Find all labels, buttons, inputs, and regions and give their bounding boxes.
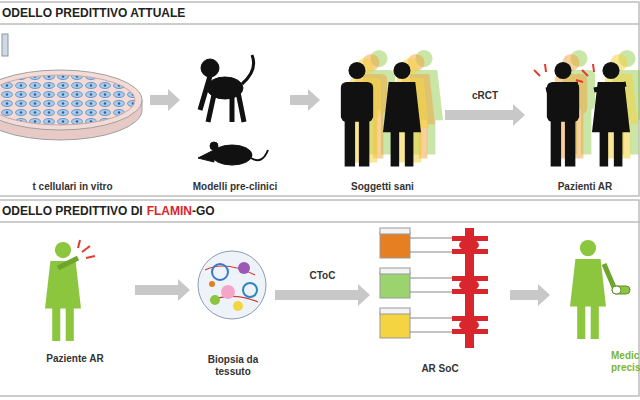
block-arrow (510, 284, 550, 306)
stage-caption: Medic precis (611, 350, 640, 374)
stage-caption: Paziente AR (20, 353, 130, 365)
stage-node: Medic precis (555, 235, 640, 380)
edge-label: CToC (308, 270, 338, 281)
block-arrow (275, 284, 370, 306)
organ-on-chip (380, 228, 488, 348)
stage-node: Soggetti sani (325, 50, 440, 195)
stage-node: t cellulari in vitro (0, 50, 145, 195)
heading-row: ODELLO PREDITTIVO DI FLAMIN-GO (2, 204, 215, 218)
section-heading: ODELLO PREDITTIVO DI (2, 204, 143, 218)
stage-caption: Modelli pre-clinici (185, 181, 285, 193)
section-heading: FLAMIN (147, 204, 192, 218)
edge-label: cRCT (470, 90, 500, 101)
monkey-silhouette (200, 55, 254, 122)
block-arrow (445, 104, 525, 126)
block-arrow (135, 279, 190, 301)
stage-caption: t cellulari in vitro (0, 181, 145, 193)
stage-node: Paziente AR (20, 235, 130, 367)
section-heading: -GO (192, 204, 215, 218)
stage-caption: Biopsia da tessuto (203, 354, 263, 378)
block-arrow (150, 89, 180, 111)
stage-caption: AR SoC (375, 363, 505, 375)
block-arrow (290, 89, 320, 111)
stage-caption: Pazienti AR (530, 181, 640, 193)
section-heading: ODELLO PREDITTIVO ATTUALE (2, 6, 185, 20)
stage-node: AR SoC (375, 225, 505, 377)
petri-dish (0, 34, 142, 140)
patients (534, 50, 640, 167)
stage-node: Pazienti AR (530, 50, 640, 195)
rat-silhouette (198, 142, 268, 165)
stage-caption: Soggetti sani (325, 181, 440, 193)
stage-node: Modelli pre-clinici (185, 50, 285, 195)
stage-node: Biopsia da tessuto (195, 235, 270, 380)
precision-medicine-figure (570, 240, 630, 339)
healthy-people (341, 50, 443, 167)
heading-row: ODELLO PREDITTIVO ATTUALE (2, 6, 185, 20)
patient-figure (45, 240, 95, 341)
tissue-biopsy (198, 251, 266, 319)
